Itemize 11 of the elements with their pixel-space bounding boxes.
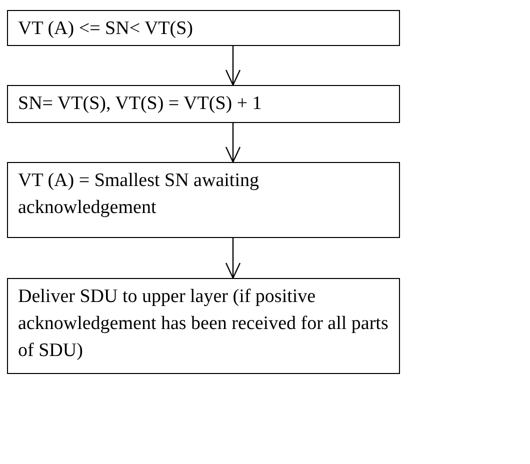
process-box [7,10,400,46]
step-text: Deliver SDU to upper layer (if positive acknowledgement has been received for all parts of SDU) [18,285,389,363]
arrow [225,238,241,279]
arrow [225,46,241,86]
process-box [7,162,400,238]
process-box [7,278,400,374]
step-text: SN= VT(S), VT(S) = VT(S) + 1 [18,92,263,116]
arrow [225,123,241,163]
step-text: VT (A) = Smallest SN awaiting acknowledgement [18,169,260,220]
step-text: VT (A) <= SN< VT(S) [18,17,194,41]
process-box [7,85,400,123]
